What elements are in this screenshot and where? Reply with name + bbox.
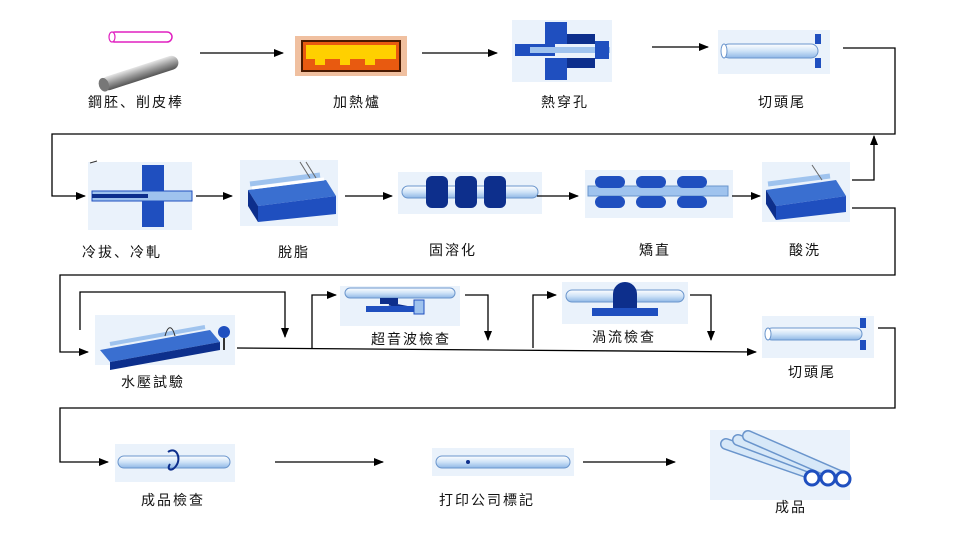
eddy-icon: [562, 282, 688, 324]
colddraw-icon: [88, 160, 193, 230]
label-finished: 成品: [775, 500, 807, 516]
label-piercing: 熱穿孔: [541, 95, 589, 111]
inspect-icon: [115, 444, 235, 482]
label-straighten: 矯直: [639, 243, 671, 259]
arrow-cut1-colddraw: [51, 47, 896, 200]
finished-icon: [710, 430, 852, 500]
label-ultrasonic: 超音波檢查: [371, 332, 451, 348]
label-inspect: 成品檢查: [141, 493, 205, 509]
cut2-icon: [762, 316, 874, 358]
label-colddraw: 冷拔、冷軋: [82, 245, 162, 261]
flow-arrows: [51, 43, 896, 466]
label-hydro: 水壓試驗: [121, 375, 185, 391]
pickling-icon: [762, 162, 850, 222]
arrow-cut2-inspect: [59, 327, 896, 466]
label-furnace: 加熱爐: [333, 95, 381, 111]
marking-icon: [432, 448, 574, 476]
label-eddy: 渦流檢查: [592, 330, 656, 346]
solution-icon: [398, 172, 542, 214]
arrow-pickling-up: [852, 135, 878, 181]
cut1-icon: [718, 30, 830, 74]
arrow-to-eddy: [532, 291, 557, 348]
label-pickling: 酸洗: [789, 243, 821, 259]
arrow-hydro-bypass: [79, 291, 289, 338]
label-cut1: 切頭尾: [758, 95, 806, 111]
piercing-icon: [512, 20, 612, 82]
label-marking: 打印公司標記: [439, 493, 535, 509]
arrow-pickling-hydro: [59, 207, 896, 356]
hydro-icon: [95, 315, 235, 370]
straighten-icon: [585, 170, 733, 218]
arrow-hydro-cut2: [236, 347, 757, 356]
ultrasonic-icon: [340, 286, 460, 326]
label-degrease: 脫脂: [278, 245, 310, 261]
label-billet: 鋼胚、削皮棒: [88, 95, 184, 111]
billet-icon: [98, 31, 179, 92]
furnace-icon: [295, 36, 407, 76]
arrow-from-ultrasonic: [465, 294, 492, 341]
label-cut2: 切頭尾: [788, 365, 836, 381]
arrow-from-eddy: [690, 294, 715, 341]
degrease-icon: [240, 160, 338, 226]
label-solution: 固溶化: [429, 243, 477, 259]
arrow-to-ultrasonic: [311, 291, 337, 348]
